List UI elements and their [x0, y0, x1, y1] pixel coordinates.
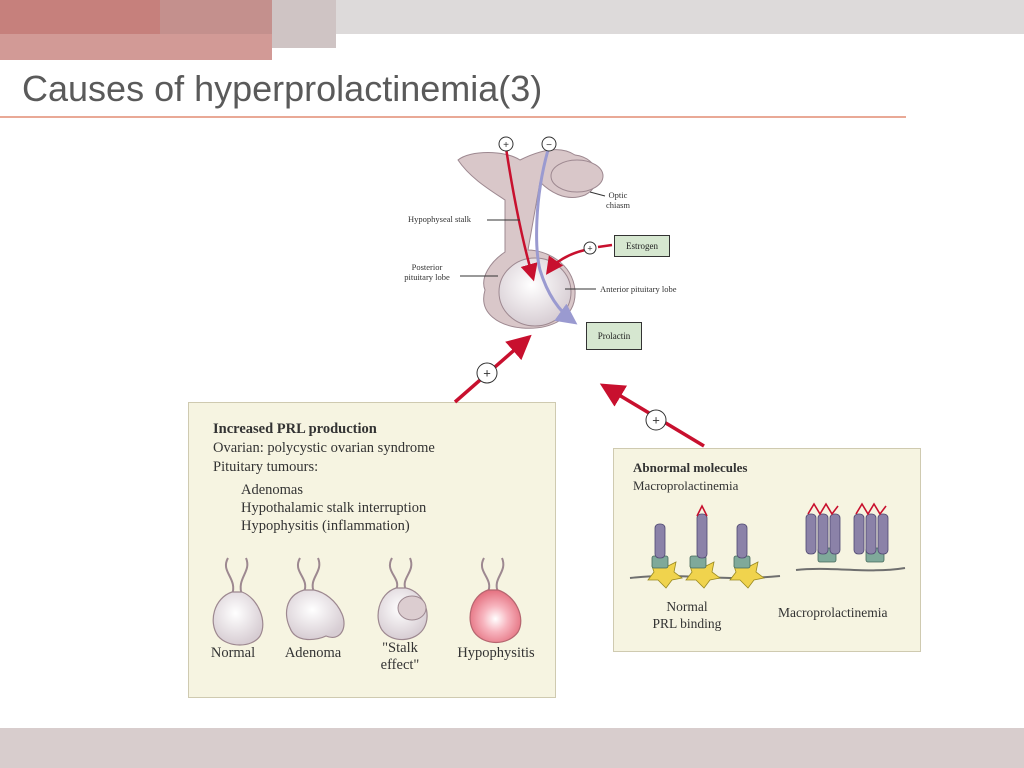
- estrogen-label-box: Estrogen: [614, 235, 670, 257]
- macroprolactinemia-illustration: [795, 502, 906, 572]
- svg-text:+: +: [503, 140, 509, 151]
- gland-stalk-effect: [377, 557, 428, 641]
- normal-prl-binding-illustration: [629, 504, 781, 589]
- minus-sign-top: [541, 136, 557, 152]
- gland-stalk-effect-label: "Stalk effect": [370, 640, 430, 674]
- svg-text:+: +: [652, 413, 660, 428]
- svg-text:+: +: [587, 244, 592, 254]
- increased-sub-adenomas: Adenomas: [241, 482, 304, 498]
- abnormal-box-subheading: Macroprolactinemia: [633, 478, 739, 493]
- svg-text:+: +: [483, 366, 491, 381]
- slide-title: Causes of hyperprolactinemia(3): [22, 68, 543, 109]
- title-underline: [0, 116, 906, 118]
- plus-sign-top: [498, 136, 514, 152]
- svg-text:−: −: [546, 140, 552, 151]
- hypophyseal-stalk-label: Hypophyseal stalk: [408, 214, 472, 224]
- plus-sign-estrogen: [583, 241, 597, 255]
- optic-chiasm-line1: Optic: [608, 190, 628, 200]
- increased-line-ovarian: Ovarian: polycystic ovarian syndrome: [213, 440, 435, 456]
- gland-hypophysitis-label: Hypophysitis: [457, 645, 535, 661]
- header-band: [0, 0, 1024, 60]
- band-block-3: [0, 34, 272, 60]
- band-block-4: [272, 0, 336, 48]
- normal-prl-line2: PRL binding: [652, 616, 722, 631]
- plus-sign-left: [476, 362, 498, 384]
- gland-normal-label: Normal: [210, 645, 256, 661]
- band-block-5: [336, 0, 1024, 34]
- prolactin-label-box: Prolactin: [586, 322, 642, 350]
- inhibitory-pathway-arrow: [535, 149, 578, 325]
- optic-chiasm-label: Optic chiasm: [596, 190, 640, 210]
- increased-line-pituitary: Pituitary tumours:: [213, 459, 319, 475]
- increased-sub-hypophysitis: Hypophysitis (inflammation): [241, 518, 410, 534]
- estrogen-arrow: [545, 248, 586, 275]
- pituitary-gland-illustration: [457, 149, 604, 329]
- stimulatory-pathway-arrow: [504, 147, 538, 282]
- posterior-lobe-label: Posterior pituitary lobe: [396, 262, 458, 282]
- gland-hypophysitis: [469, 557, 522, 644]
- stalk-effect-line2: effect": [380, 657, 420, 673]
- anterior-lobe-label: Anterior pituitary lobe: [600, 284, 677, 294]
- increased-box-heading: Increased PRL production: [213, 421, 377, 437]
- footer-band: [0, 728, 1024, 768]
- posterior-lobe-line1: Posterior: [411, 262, 443, 272]
- macroprolactinemia-label: Macroprolactinemia: [778, 605, 888, 620]
- abnormal-box-heading: Abnormal molecules: [633, 460, 748, 475]
- normal-prl-binding-label: Normal PRL binding: [640, 598, 734, 632]
- increased-sub-stalk: Hypothalamic stalk interruption: [241, 500, 427, 516]
- normal-prl-line1: Normal: [666, 599, 708, 614]
- gland-normal: [212, 557, 264, 646]
- gland-adenoma: [285, 557, 345, 641]
- gland-adenoma-label: Adenoma: [284, 645, 342, 661]
- posterior-lobe-line2: pituitary lobe: [404, 272, 450, 282]
- stalk-effect-line1: "Stalk: [382, 640, 418, 656]
- increased-prl-box: [188, 402, 556, 698]
- optic-chiasm-line2: chiasm: [605, 200, 631, 210]
- plus-sign-right: [645, 409, 667, 431]
